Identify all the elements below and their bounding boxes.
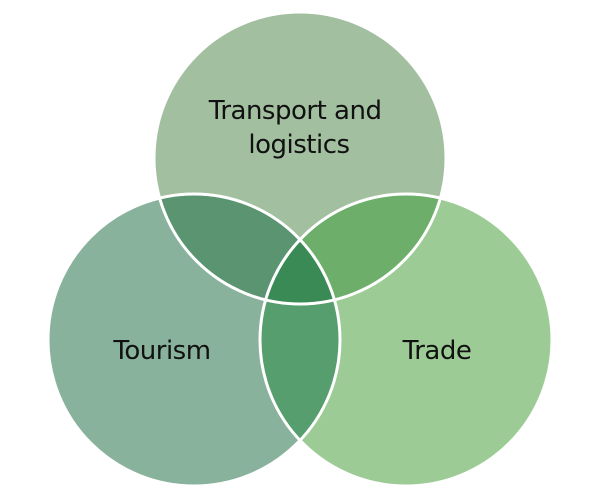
label-tourism: Tourism xyxy=(112,336,210,366)
label-trade: Trade xyxy=(402,336,472,366)
label-transport-line-1: Transport and xyxy=(208,96,382,126)
label-transport-logistics: Transport and logistics xyxy=(208,96,389,160)
label-transport-line-2: logistics xyxy=(248,130,349,160)
outline-tourism xyxy=(46,192,342,488)
overlap-transport-tourism xyxy=(154,194,340,304)
outline-trade xyxy=(258,192,554,488)
outline-transport-logistics xyxy=(152,10,448,306)
overlap-transport-trade xyxy=(260,194,446,304)
